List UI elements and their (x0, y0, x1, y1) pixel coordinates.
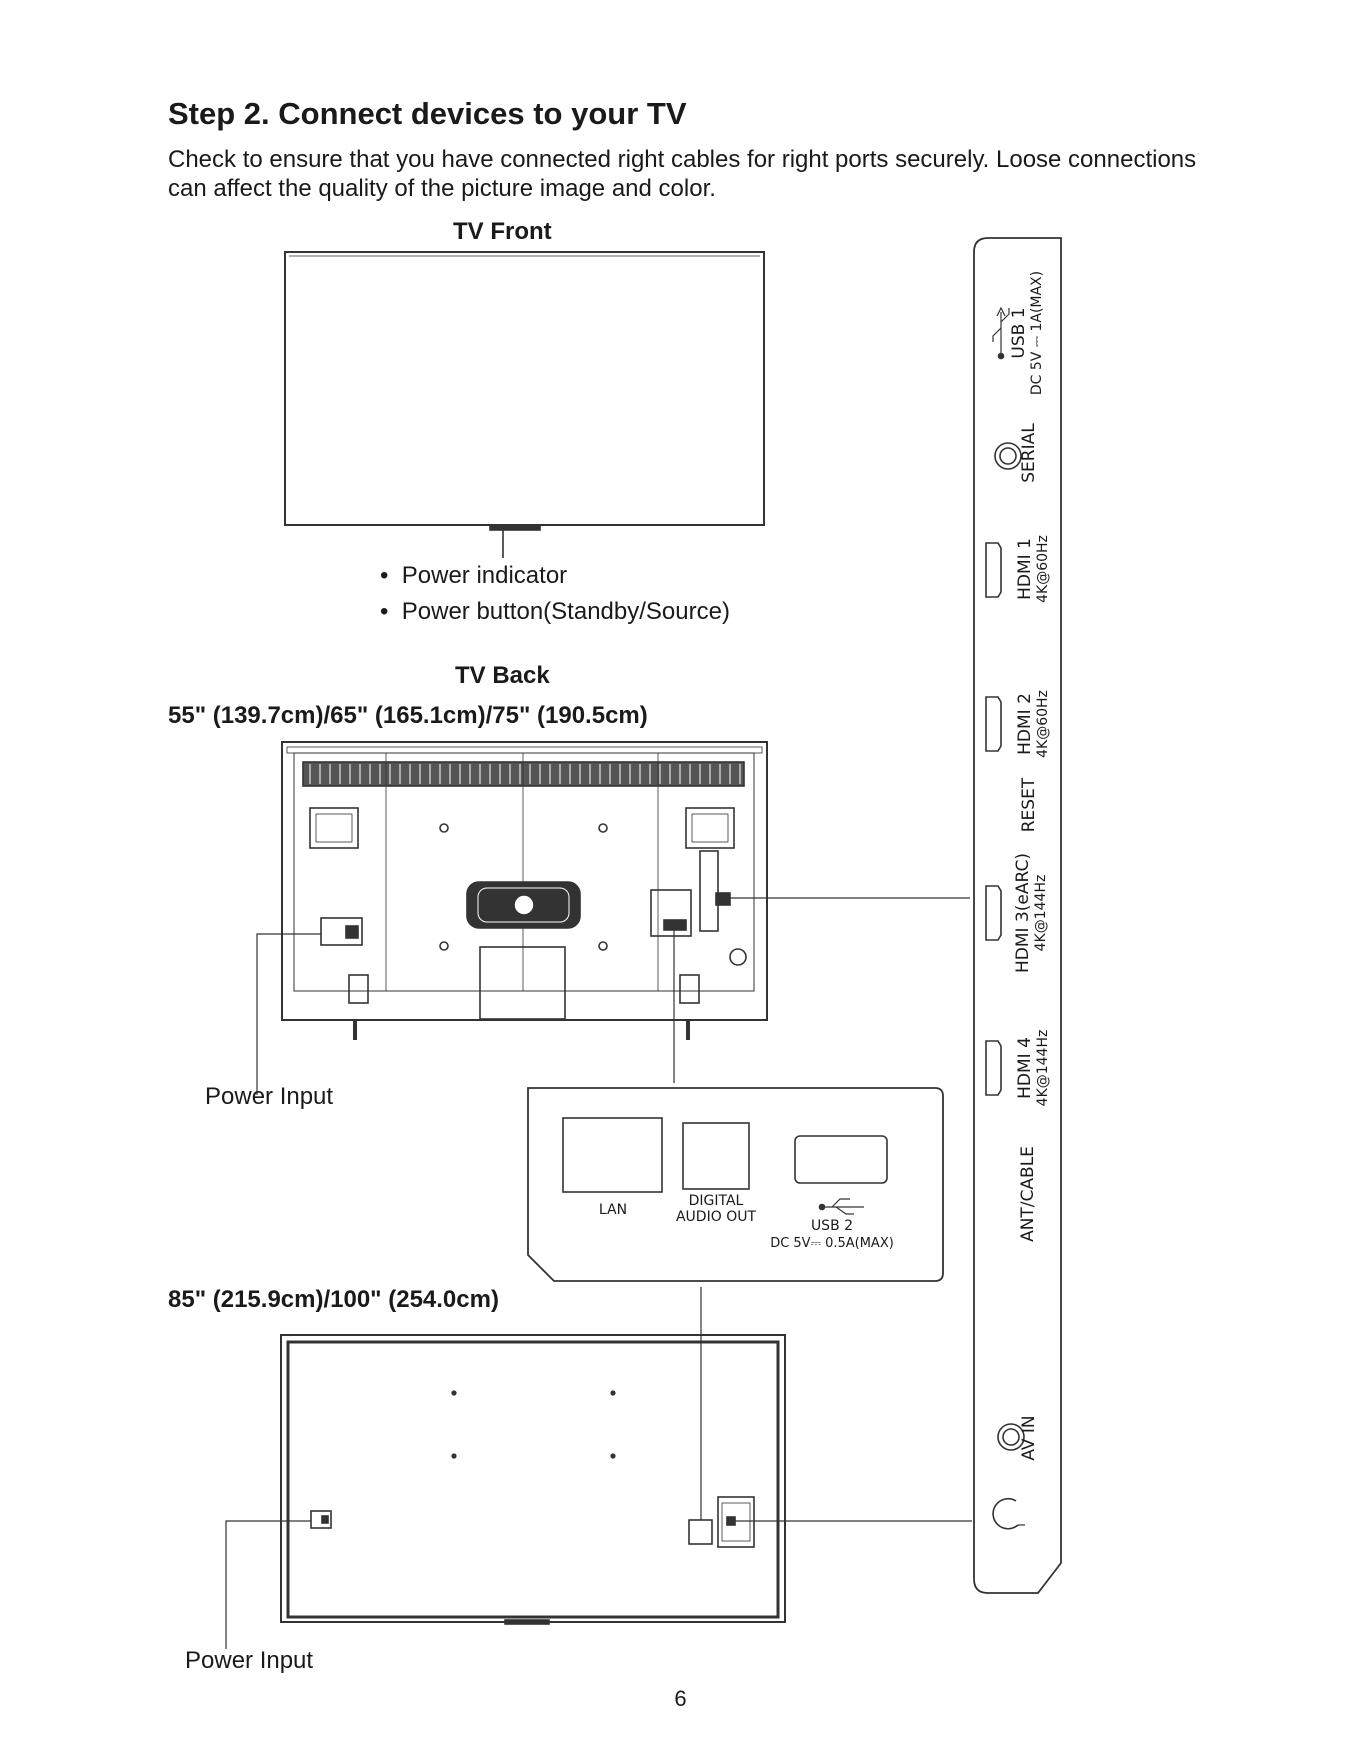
model-size-85-100: 85" (215.9cm)/100" (254.0cm) (168, 1286, 499, 1313)
tv-front-illustration (284, 251, 765, 558)
tv-back-85-100-illustration (280, 1334, 786, 1625)
power-input-label: Power Input (205, 1083, 334, 1110)
ant-cable-label: ANT/CABLE (1018, 1146, 1038, 1242)
tv-back-55-75-illustration (281, 741, 768, 1040)
usb2-rating: DC 5V⎓ 0.5A(MAX) (770, 1236, 894, 1251)
tv-back-heading: TV Back (455, 662, 550, 689)
page-title: Step 2. Connect devices to your TV (168, 96, 687, 131)
bullet-power-indicator: • Power indicator (380, 562, 568, 589)
page-number: 6 (674, 1686, 687, 1711)
model-size-55-75: 55" (139.7cm)/65" (165.1cm)/75" (190.5cm… (168, 702, 648, 729)
av-in-label: AV IN (1019, 1415, 1039, 1461)
intro-text: Check to ensure that you have connected … (168, 146, 1197, 202)
bullet-power-button: • Power button(Standby/Source) (380, 598, 730, 625)
usb2-label: USB 2 (810, 1218, 854, 1234)
side-port-panel (973, 237, 1062, 1594)
bottom-port-panel (527, 1087, 944, 1282)
hdmi3-port-label: HDMI 3(eARC)4K@144Hz (1013, 853, 1049, 973)
tv-front-heading: TV Front (453, 218, 552, 245)
lan-port-label: LAN (598, 1202, 628, 1218)
serial-port-label: SERIAL (1019, 423, 1039, 483)
power-input-label-2: Power Input (185, 1647, 314, 1674)
